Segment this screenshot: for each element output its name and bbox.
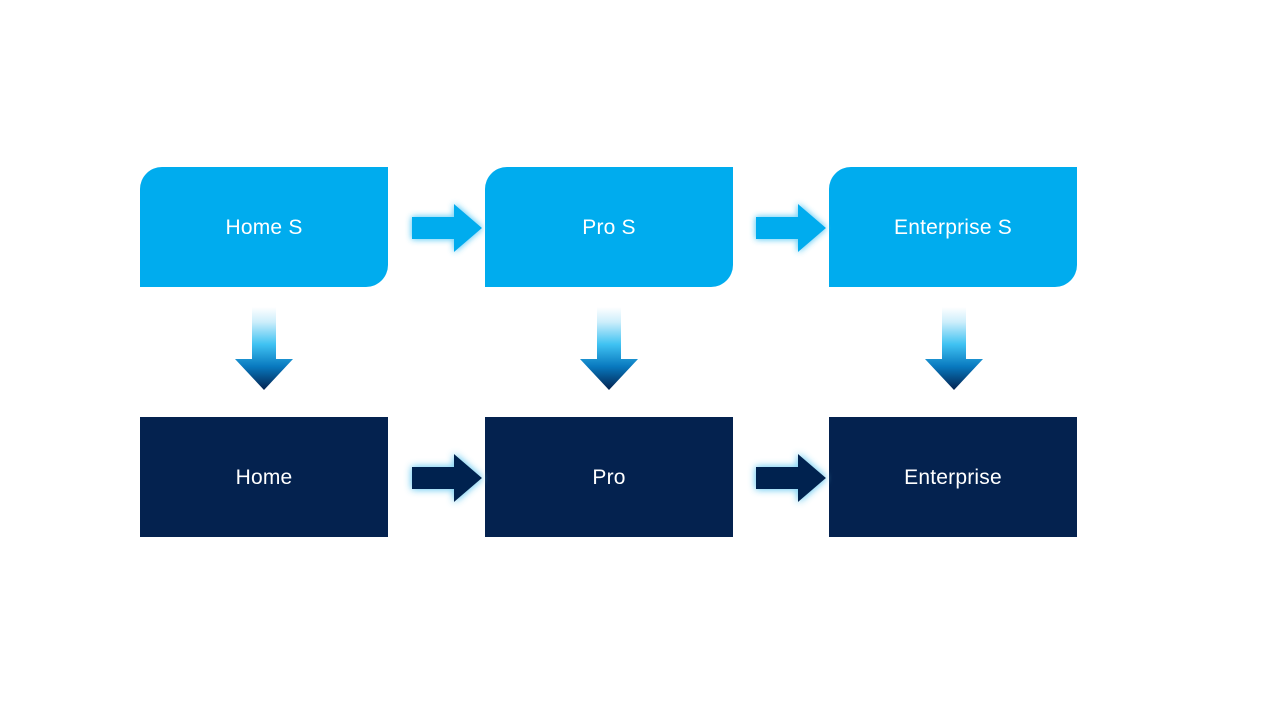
node-enterprise[interactable]: Enterprise	[829, 417, 1077, 537]
node-label: Home S	[225, 215, 303, 239]
arrow-right-icon	[404, 197, 490, 259]
node-label: Home	[235, 465, 293, 489]
arrow-down-icon	[917, 305, 991, 395]
node-home[interactable]: Home	[140, 417, 388, 537]
node-home-s[interactable]: Home S	[140, 167, 388, 287]
arrow-right-icon	[748, 197, 834, 259]
node-enterprise-s[interactable]: Enterprise S	[829, 167, 1077, 287]
node-label: Enterprise	[904, 465, 1002, 489]
arrow-right-icon	[748, 447, 834, 509]
node-label: Pro	[592, 465, 626, 489]
node-label: Enterprise S	[894, 215, 1012, 239]
arrow-down-icon	[572, 305, 646, 395]
node-pro[interactable]: Pro	[485, 417, 733, 537]
arrow-right-icon	[404, 447, 490, 509]
node-pro-s[interactable]: Pro S	[485, 167, 733, 287]
node-label: Pro S	[582, 215, 636, 239]
arrow-down-icon	[227, 305, 301, 395]
